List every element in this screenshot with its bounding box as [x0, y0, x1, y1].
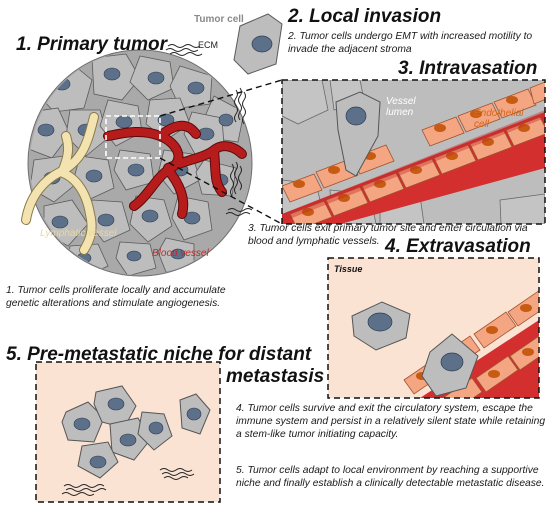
ecm-label: ECM — [198, 40, 218, 50]
niche-panel — [35, 361, 221, 503]
stage-2-title: 2. Local invasion — [288, 6, 442, 27]
endothelial-cell-label: Endothelial cell — [474, 108, 524, 130]
lymphatic-vessel-label: Lymphatic vessel — [40, 228, 117, 239]
blood-vessel-label: Blood vessel — [152, 248, 209, 259]
zoom-region — [105, 115, 161, 159]
tumor-cell-label: Tumor cell — [194, 14, 244, 25]
stage-3-description: 3. Tumor cells exit primary tumor site a… — [248, 223, 528, 247]
stage-5-title-line2: metastasis — [226, 366, 325, 387]
ecm-fibers — [165, 44, 203, 56]
stage-4-description: 4. Tumor cells survive and exit the circ… — [236, 403, 546, 440]
intravasation-panel — [281, 79, 546, 225]
stage-3-title: 3. Intravasation — [398, 58, 538, 79]
tissue-label: Tissue — [334, 264, 363, 274]
stage-1-description: 1. Tumor cells proliferate locally and a… — [6, 285, 226, 309]
invading-tumor-cell — [233, 13, 283, 75]
stage-2-description: 2. Tumor cells undergo EMT with increase… — [288, 31, 533, 55]
extravasation-panel — [327, 257, 540, 399]
stage-4-title: 4. Extravasation — [385, 236, 531, 257]
stage-5-description: 5. Tumor cells adapt to local environmen… — [236, 465, 545, 489]
stage-1-title: 1. Primary tumor — [16, 34, 167, 55]
stage-5-title-line1: 5. Pre-metastatic niche for distant — [6, 344, 312, 365]
vessel-lumen-label: Vessel lumen — [386, 96, 416, 118]
